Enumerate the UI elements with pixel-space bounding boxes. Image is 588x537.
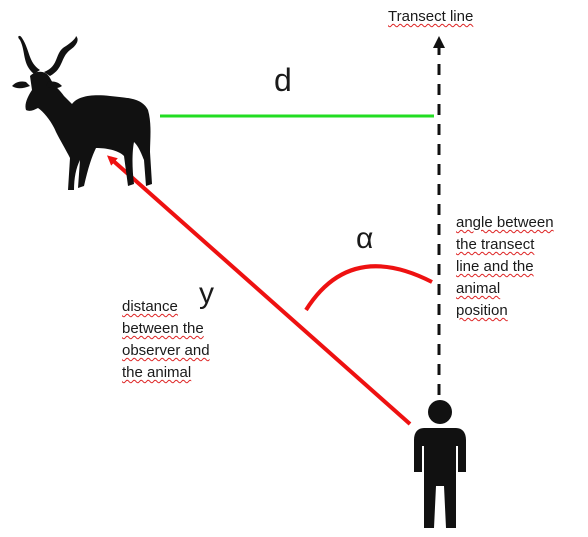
angle-description: angle between the transect line and the … bbox=[456, 212, 554, 322]
distance-line-1: distance bbox=[122, 298, 178, 315]
angle-line-2: the transect bbox=[456, 236, 535, 253]
angle-line-1: angle between bbox=[456, 214, 554, 231]
angle-line-5: position bbox=[456, 302, 508, 319]
angle-arc bbox=[304, 264, 433, 312]
transect-arrowhead bbox=[433, 36, 445, 48]
d-label: d bbox=[274, 62, 292, 98]
distance-line-3: observer and bbox=[122, 342, 210, 359]
angle-line-4: animal bbox=[456, 280, 501, 297]
distance-line-4: the animal bbox=[122, 364, 192, 381]
kudu-icon bbox=[12, 35, 153, 190]
sighting-distance-line bbox=[107, 155, 412, 426]
alpha-label: α bbox=[356, 222, 374, 255]
person-icon bbox=[414, 400, 466, 528]
distance-line-2: between the bbox=[122, 320, 204, 337]
y-label: y bbox=[199, 277, 214, 310]
distance-description: distance between the observer and the an… bbox=[122, 296, 210, 384]
angle-line-3: line and the bbox=[456, 258, 534, 275]
transect-line-label: Transect line bbox=[388, 8, 474, 25]
